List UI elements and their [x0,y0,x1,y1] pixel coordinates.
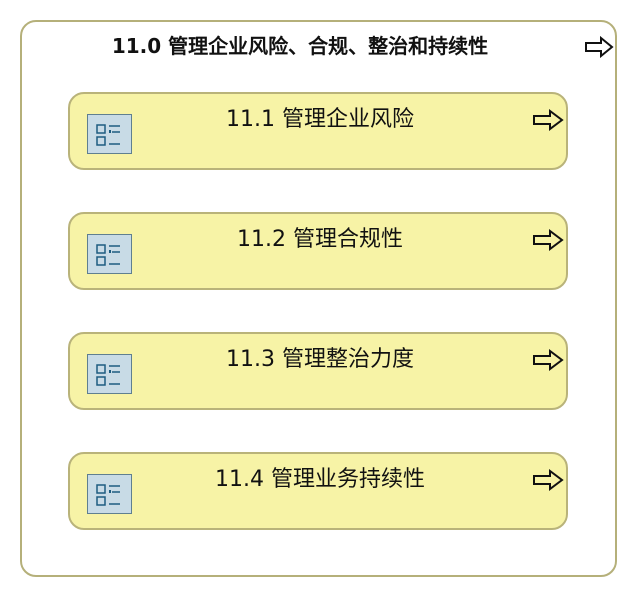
process-card[interactable]: 11.2 管理合规性 [68,212,568,290]
list-icon [87,474,132,514]
process-card-label: 11.2 管理合规性 [237,227,403,252]
list-icon [87,114,132,154]
process-card-label: 11.1 管理企业风险 [226,107,414,132]
process-group-title: 11.0 管理企业风险、合规、整治和持续性 [111,34,489,58]
process-card[interactable]: 11.4 管理业务持续性 [68,452,568,530]
arrow-right-icon[interactable] [532,349,564,371]
process-card[interactable]: 11.1 管理企业风险 [68,92,568,170]
process-card-label: 11.4 管理业务持续性 [215,467,425,492]
process-card-label: 11.3 管理整治力度 [226,347,414,372]
arrow-right-icon[interactable] [584,36,614,58]
list-icon [87,354,132,394]
arrow-right-icon[interactable] [532,469,564,491]
arrow-right-icon[interactable] [532,109,564,131]
list-icon [87,234,132,274]
arrow-right-icon[interactable] [532,229,564,251]
process-card[interactable]: 11.3 管理整治力度 [68,332,568,410]
